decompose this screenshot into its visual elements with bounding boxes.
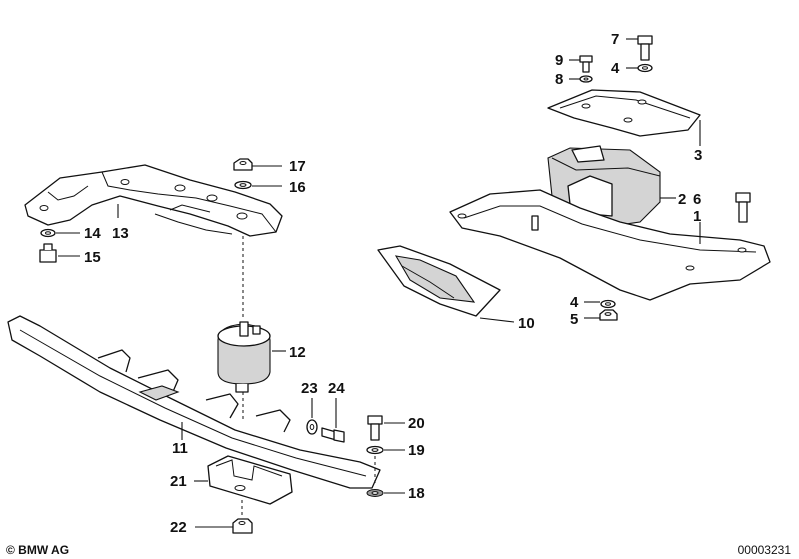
bolt-24 bbox=[321, 427, 345, 443]
washer-16 bbox=[234, 180, 252, 190]
callout-3: 3 bbox=[694, 147, 702, 164]
callout-24: 24 bbox=[328, 380, 345, 397]
leader-lines bbox=[56, 38, 701, 528]
callout-22: 22 bbox=[170, 519, 187, 536]
callout-labels: 1 2 3 4 4 5 6 7 8 9 10 11 12 13 14 15 16… bbox=[84, 31, 702, 536]
document-number: 00003231 bbox=[737, 543, 791, 557]
callout-19: 19 bbox=[408, 442, 425, 459]
washer-19 bbox=[366, 445, 384, 455]
callout-4-top: 4 bbox=[611, 60, 620, 77]
callout-14: 14 bbox=[84, 225, 101, 242]
underbody-shield bbox=[377, 245, 501, 317]
washer-4-top bbox=[637, 63, 653, 73]
bolt-9 bbox=[579, 55, 593, 73]
callout-16: 16 bbox=[289, 179, 306, 196]
copyright-brand: © BMW AG bbox=[6, 543, 70, 557]
callout-4-lower: 4 bbox=[570, 294, 579, 311]
rubber-mount bbox=[217, 321, 271, 393]
gearbox-mount-bracket bbox=[24, 164, 283, 237]
callout-8: 8 bbox=[555, 71, 563, 88]
callout-18: 18 bbox=[408, 485, 425, 502]
callout-7: 7 bbox=[611, 31, 619, 48]
nut-22 bbox=[232, 518, 253, 534]
mount-bracket-21 bbox=[207, 455, 293, 505]
callout-23: 23 bbox=[301, 380, 318, 397]
callout-17: 17 bbox=[289, 158, 306, 175]
callout-1: 1 bbox=[693, 208, 701, 225]
callout-21: 21 bbox=[170, 473, 187, 490]
bolt-6 bbox=[735, 192, 751, 223]
washer-4-lower bbox=[600, 299, 616, 309]
bolt-7 bbox=[637, 35, 653, 61]
callout-15: 15 bbox=[84, 249, 101, 266]
callout-5: 5 bbox=[570, 311, 578, 328]
callout-9: 9 bbox=[555, 52, 563, 69]
nut-18 bbox=[366, 489, 384, 497]
nut-17 bbox=[233, 158, 253, 171]
cross-member bbox=[7, 315, 381, 489]
washer-14 bbox=[40, 228, 56, 238]
callout-20: 20 bbox=[408, 415, 425, 432]
callout-12: 12 bbox=[289, 344, 306, 361]
callout-2: 2 bbox=[678, 191, 686, 208]
bolt-15 bbox=[39, 243, 57, 263]
callout-10: 10 bbox=[518, 315, 535, 332]
bolt-20 bbox=[367, 415, 383, 441]
callout-6: 6 bbox=[693, 191, 701, 208]
callout-11: 11 bbox=[172, 440, 188, 457]
support-beam bbox=[449, 189, 771, 301]
callout-13: 13 bbox=[112, 225, 129, 242]
heat-shield-plate bbox=[547, 89, 701, 137]
nut-5 bbox=[599, 309, 618, 321]
washer-8 bbox=[579, 75, 593, 83]
washer-23 bbox=[306, 419, 318, 435]
